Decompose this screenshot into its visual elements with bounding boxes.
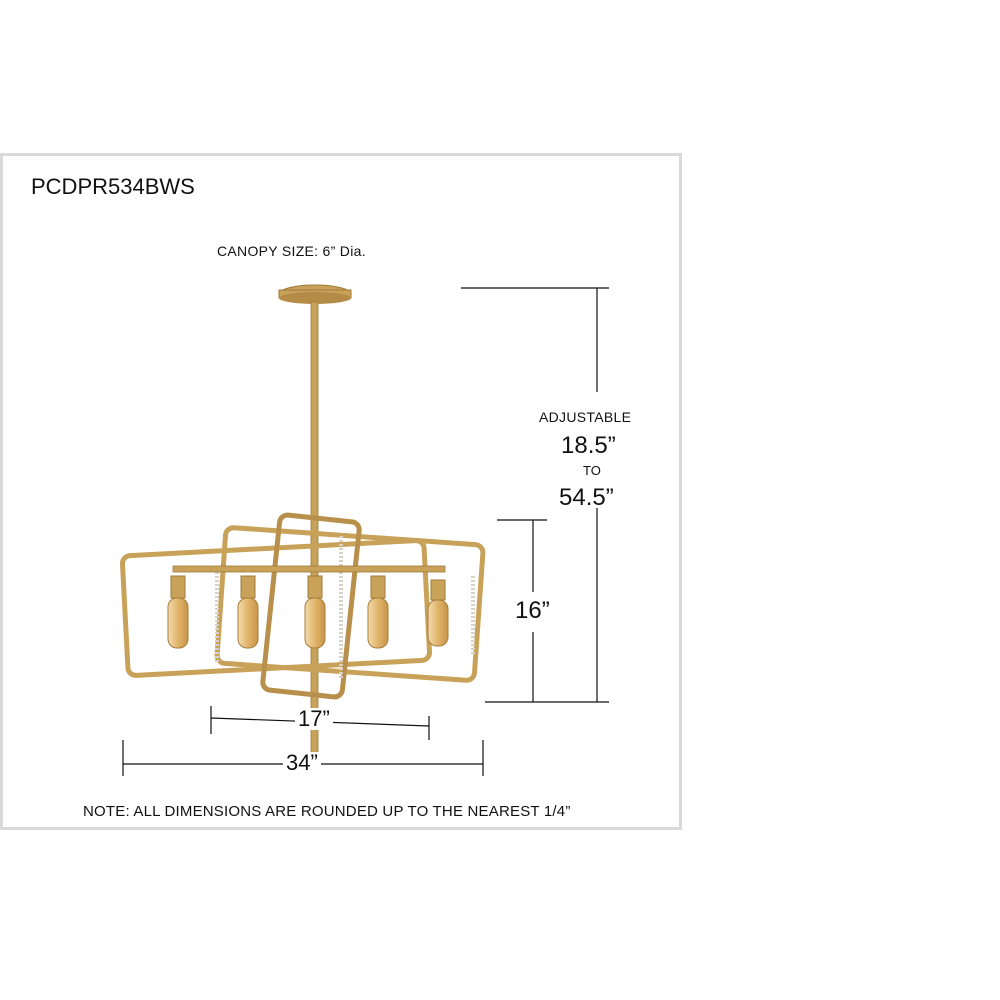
bulb-2 [237, 575, 259, 649]
spec-sheet-panel: PCDPR534BWS CANOPY SIZE: 6” Dia. [0, 153, 682, 830]
canopy-size-label: CANOPY SIZE: 6” Dia. [217, 243, 366, 259]
bulb-3 [304, 575, 326, 649]
inner-width-value: 17” [295, 708, 333, 730]
model-number: PCDPR534BWS [31, 174, 195, 199]
downrod [310, 301, 319, 773]
bulb-bar [172, 565, 446, 573]
bulb-4 [367, 575, 389, 649]
dimensions-note: NOTE: ALL DIMENSIONS ARE ROUNDED UP TO T… [83, 803, 571, 820]
adjustable-min-value: 18.5” [561, 432, 616, 459]
crystal-trim [215, 536, 475, 680]
fixture-height-value: 16” [515, 597, 550, 624]
adjustable-label: ADJUSTABLE [539, 409, 632, 425]
fixture-frames [119, 512, 486, 700]
adjustable-to-label: TO [583, 463, 601, 478]
bulb-1 [167, 575, 189, 649]
bulb-5 [427, 579, 449, 647]
dimension-lines [122, 287, 609, 776]
overall-width-value: 34” [283, 752, 321, 774]
adjustable-max-value: 54.5” [559, 484, 614, 511]
canopy [278, 284, 352, 304]
